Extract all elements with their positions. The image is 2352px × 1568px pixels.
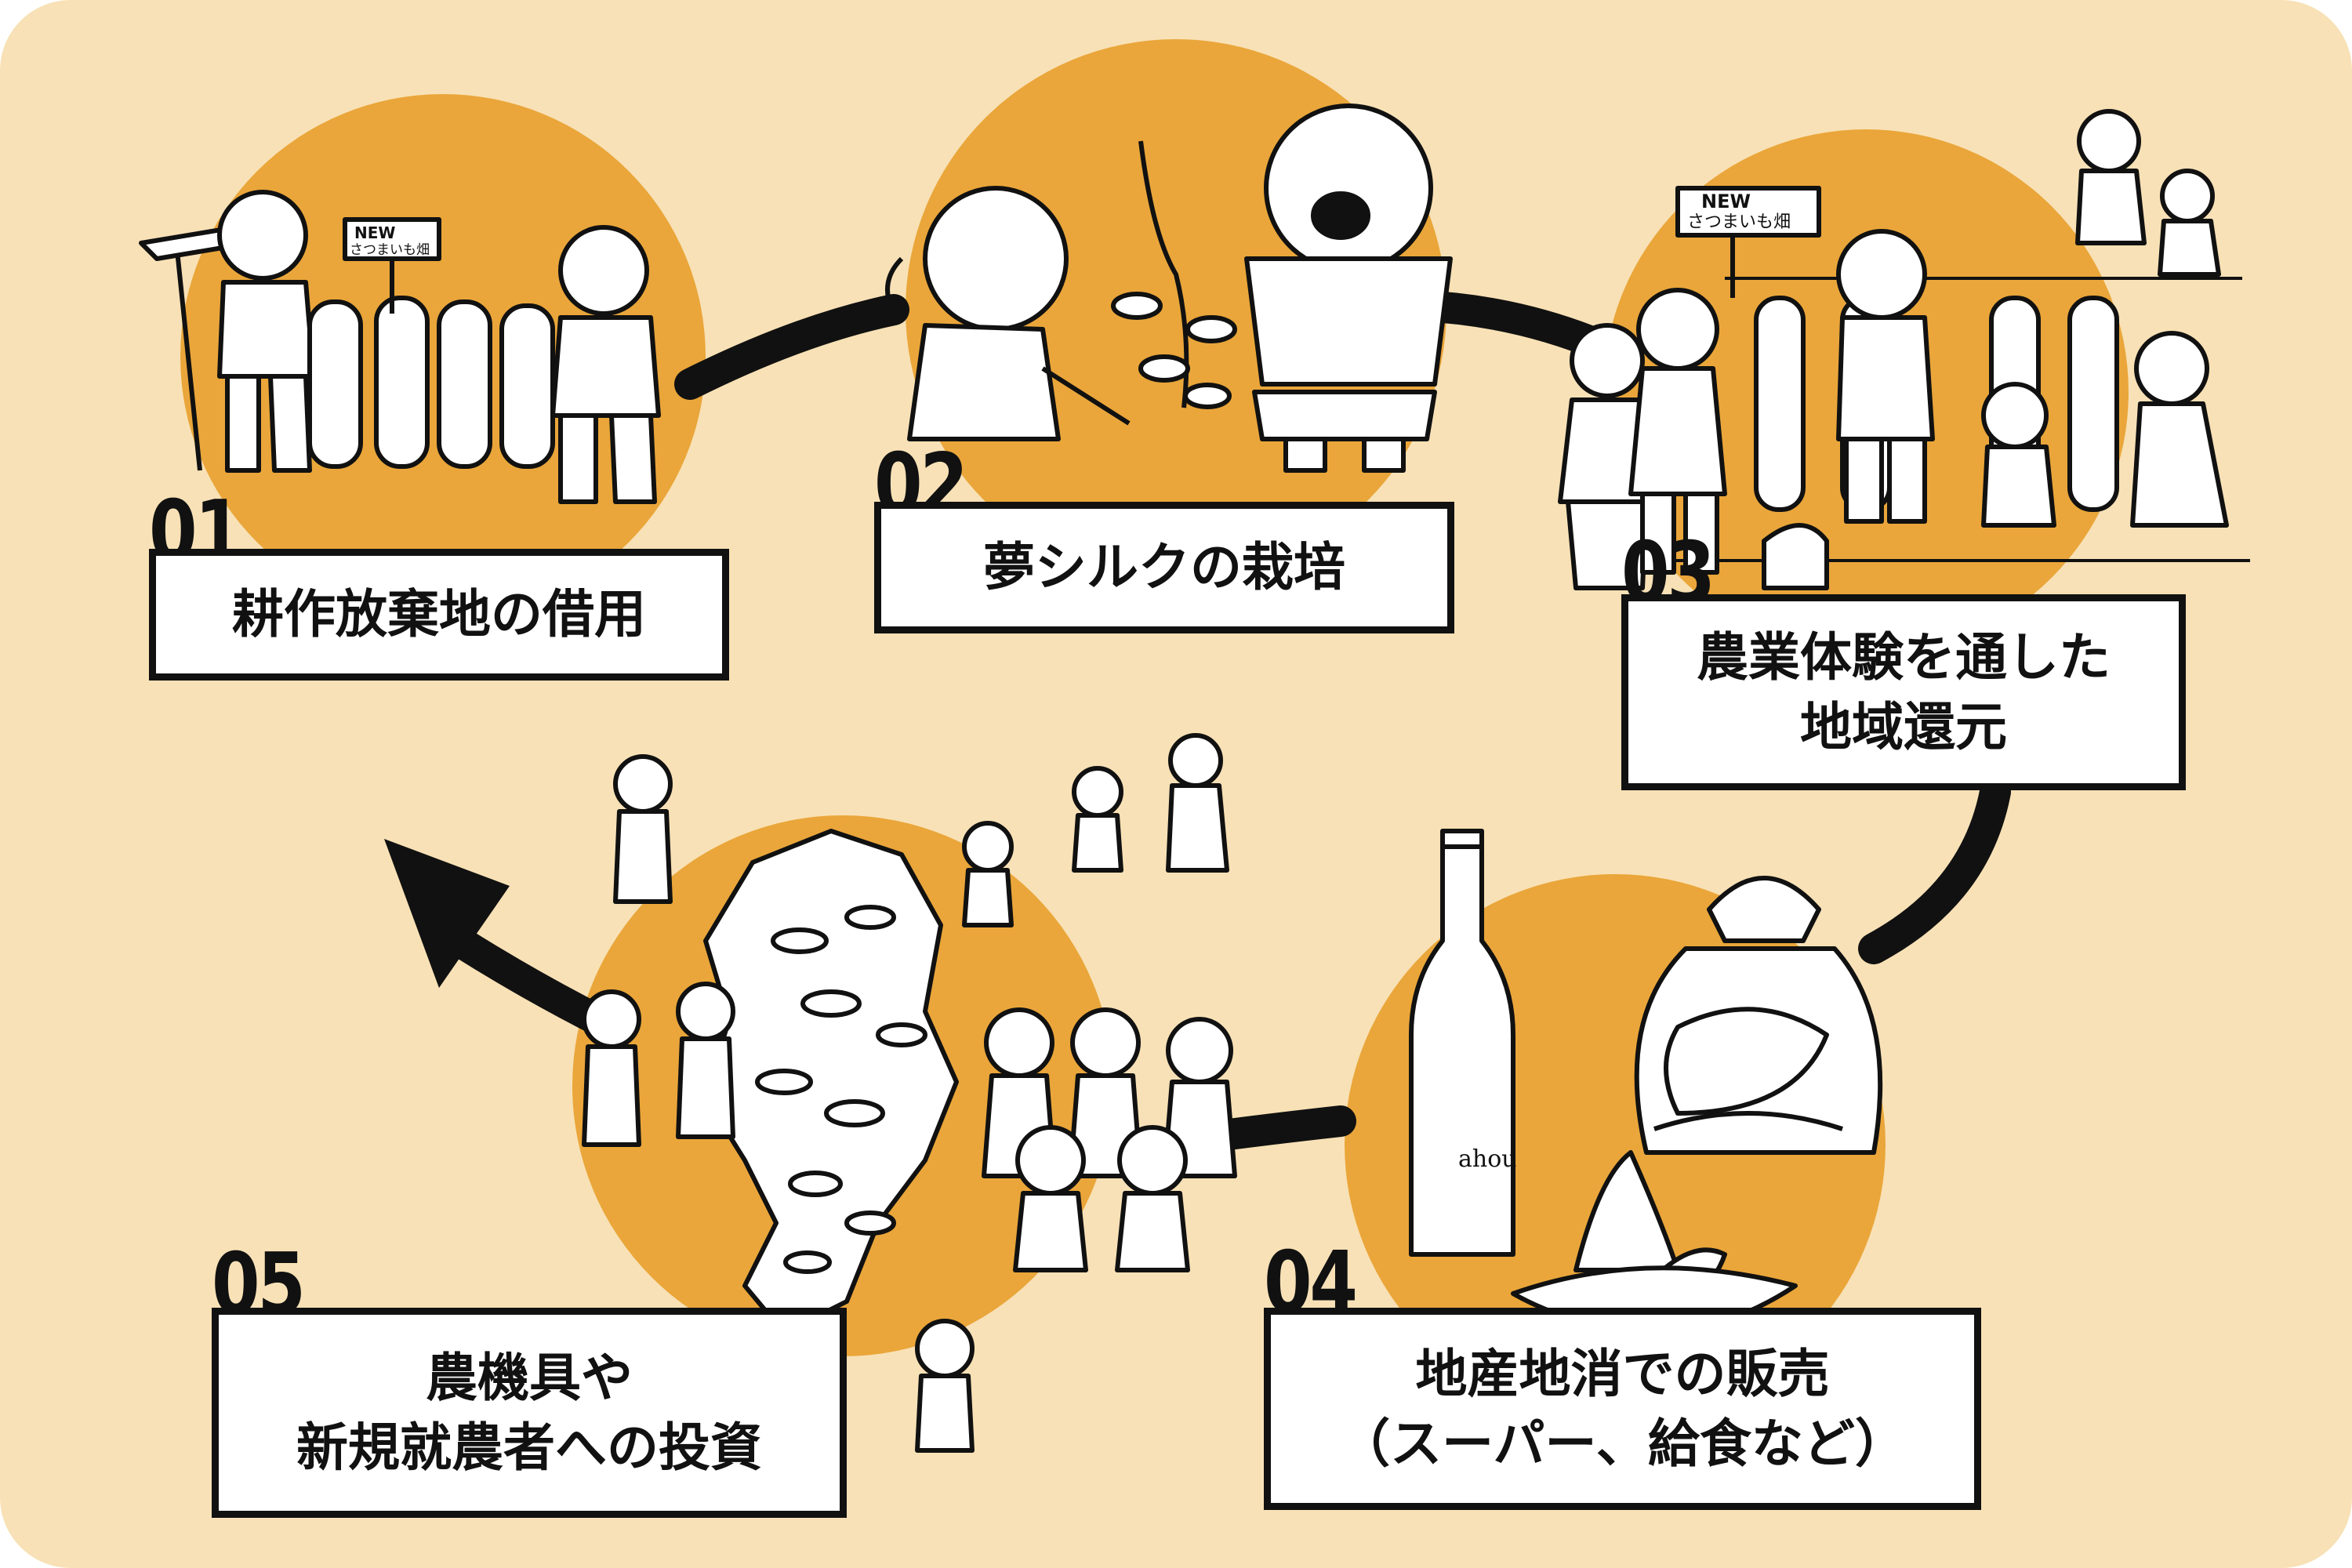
- step-01-label: 耕作放棄地の借用: [149, 549, 729, 681]
- step-01-illustration: [139, 190, 661, 504]
- step-04-label: 地産地消での販売 （スーパー、給食など）: [1264, 1308, 1981, 1510]
- step-02-label: 夢シルクの栽培: [874, 502, 1454, 633]
- step-04-label-line-2: （スーパー、給食など）: [1338, 1414, 1907, 1474]
- step-02-illustration: [885, 103, 1453, 473]
- arrow-head: [384, 839, 510, 988]
- step-01-sign-text: さつまいも畑: [350, 242, 430, 258]
- step-04-bottle-label: ahou: [1458, 1145, 1517, 1173]
- step-05-label-line-1: 農機具や: [426, 1347, 633, 1408]
- step-03-label-line-2: 地域還元: [1800, 697, 2007, 757]
- step-02-label-line-1: 夢シルクの栽培: [983, 537, 1345, 598]
- step-03-illustration: [1558, 109, 2250, 590]
- step-04-label-line-1: 地産地消での販売: [1415, 1343, 1830, 1404]
- step-03-sign-text: さつまいも畑: [1687, 212, 1791, 232]
- step-05-illustration: [582, 733, 1237, 1453]
- step-05-label: 農機具や 新規就農者への投資: [212, 1308, 847, 1518]
- step-03-sign-new: NEW: [1701, 191, 1751, 212]
- step-05-label-line-2: 新規就農者への投資: [296, 1417, 762, 1478]
- step-03-label-line-1: 農業体験を通した: [1697, 626, 2111, 688]
- step-01-label-line-1: 耕作放棄地の借用: [232, 584, 646, 645]
- step-03-label: 農業体験を通した 地域還元: [1621, 594, 2186, 790]
- step-01-sign-new: NEW: [354, 223, 395, 242]
